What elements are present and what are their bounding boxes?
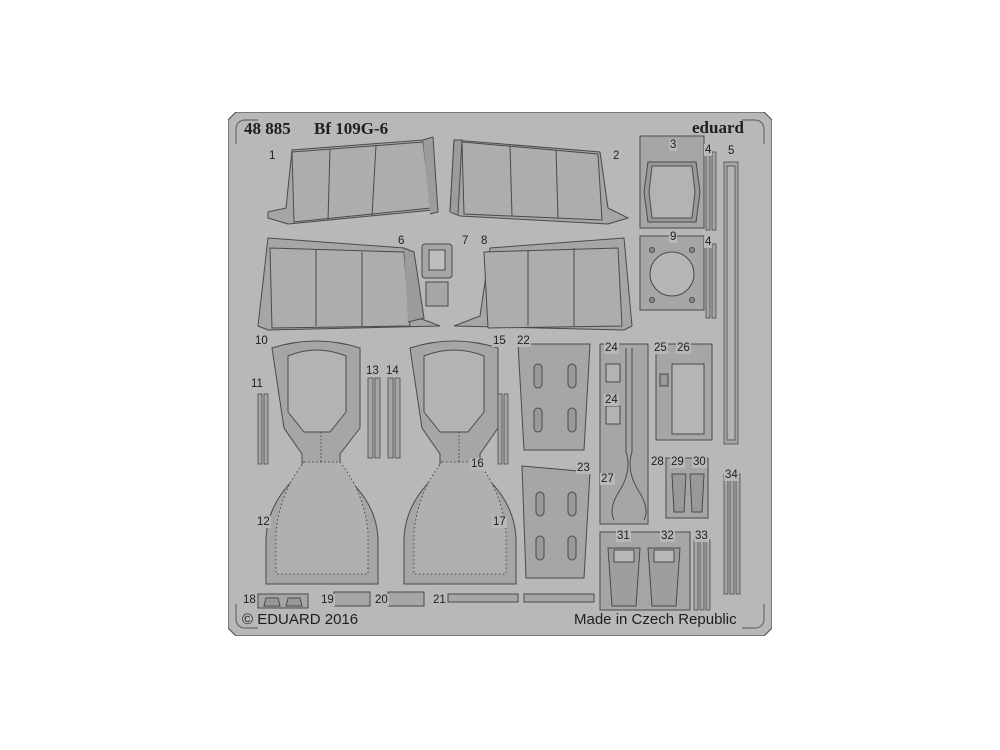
part-number: 7 <box>461 235 470 247</box>
part-number: 18 <box>242 594 257 606</box>
part-number: 10 <box>254 335 269 347</box>
part-number: 14 <box>385 365 400 377</box>
part-number: 8 <box>480 235 489 247</box>
part-33-strips <box>693 539 711 611</box>
part-number: 5 <box>727 145 736 157</box>
part-number: 4 <box>704 236 713 248</box>
part-1-flap <box>267 136 439 225</box>
part-number: 30 <box>692 456 707 468</box>
part-10-gear-door <box>265 340 379 585</box>
part-number: 24 <box>604 394 619 406</box>
part-number: 26 <box>676 342 691 354</box>
product-code: 48 885 <box>244 119 291 138</box>
part-number: 17 <box>492 516 507 528</box>
part-7-small <box>421 243 453 307</box>
part-15-gear-door <box>403 340 517 585</box>
part-number: 9 <box>669 231 678 243</box>
origin-text: Made in Czech Republic <box>574 611 737 628</box>
part-number: 6 <box>397 235 406 247</box>
part-number: 3 <box>669 139 678 151</box>
part-number: 20 <box>374 594 389 606</box>
part-5-rails <box>723 161 739 445</box>
part-number: 28 <box>650 456 665 468</box>
part-number: 34 <box>724 469 739 481</box>
part-number: 24 <box>604 342 619 354</box>
part-3-plate <box>639 135 705 229</box>
part-number: 31 <box>616 530 631 542</box>
part-25-26-block <box>655 343 713 441</box>
part-number: 29 <box>670 456 685 468</box>
part-31-32-blocks <box>599 531 691 611</box>
part-4-strips <box>705 151 717 319</box>
part-number: 4 <box>704 144 713 156</box>
part-number: 25 <box>653 342 668 354</box>
bottom-small-parts <box>257 591 595 609</box>
part-6-flap <box>257 237 441 331</box>
part-number: 21 <box>432 594 447 606</box>
part-number: 13 <box>365 365 380 377</box>
fret-artwork <box>227 111 773 637</box>
part-2-flap <box>449 139 630 225</box>
photo-etch-fret: 48 885 Bf 109G-6 eduard © EDUARD 2016 Ma… <box>227 111 773 637</box>
part-number: 1 <box>268 150 277 162</box>
part-9-plate <box>639 235 705 311</box>
brand-logo: eduard <box>692 118 744 137</box>
part-number: 15 <box>492 335 507 347</box>
part-24-27-28-group <box>599 343 649 525</box>
part-number: 27 <box>600 473 615 485</box>
part-number: 12 <box>256 516 271 528</box>
part-number: 32 <box>660 530 675 542</box>
part-number: 33 <box>694 530 709 542</box>
gear-strips <box>257 377 509 465</box>
part-number: 22 <box>516 335 531 347</box>
part-23-panel <box>521 465 591 579</box>
part-number: 19 <box>320 594 335 606</box>
model-name: Bf 109G-6 <box>314 119 389 138</box>
part-8-flap <box>453 237 633 331</box>
part-22-panel <box>517 343 591 451</box>
part-number: 16 <box>470 458 485 470</box>
copyright-text: © EDUARD 2016 <box>242 611 359 628</box>
part-34-strips <box>723 473 741 595</box>
part-number: 2 <box>612 150 621 162</box>
part-29-30-small <box>665 457 709 519</box>
part-number: 23 <box>576 462 591 474</box>
part-number: 11 <box>250 378 264 390</box>
